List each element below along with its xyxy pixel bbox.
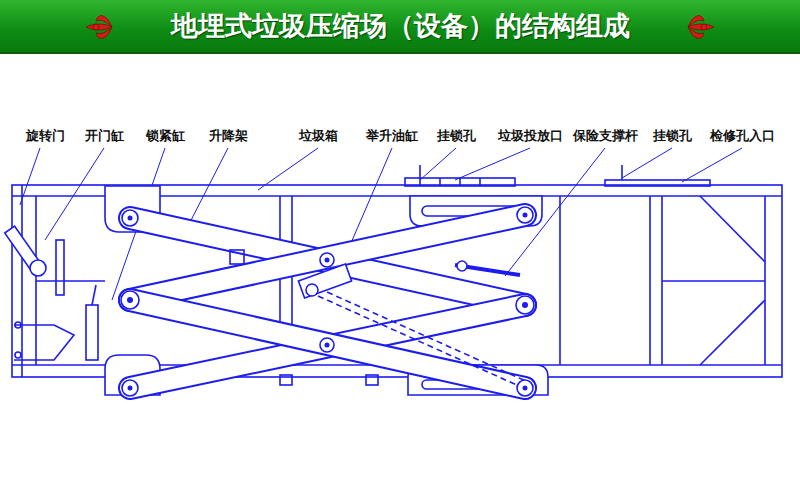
part-label: 举升油缸 (365, 127, 419, 144)
part-label: 检修孔入口 (709, 127, 776, 144)
part-label: 挂锁孔 (652, 127, 693, 144)
page-title: 地埋式垃圾压缩场（设备）的结构组成 (171, 9, 630, 43)
part-label: 保险支撑杆 (572, 127, 639, 144)
part-label: 旋转门 (25, 127, 66, 144)
part-label: 垃圾投放口 (497, 127, 564, 144)
part-label: 升降架 (208, 127, 249, 144)
part-label: 垃圾箱 (298, 127, 339, 144)
part-label: 锁紧缸 (145, 127, 186, 144)
part-label: 开门缸 (84, 127, 125, 144)
part-label: 挂锁孔 (436, 127, 477, 144)
